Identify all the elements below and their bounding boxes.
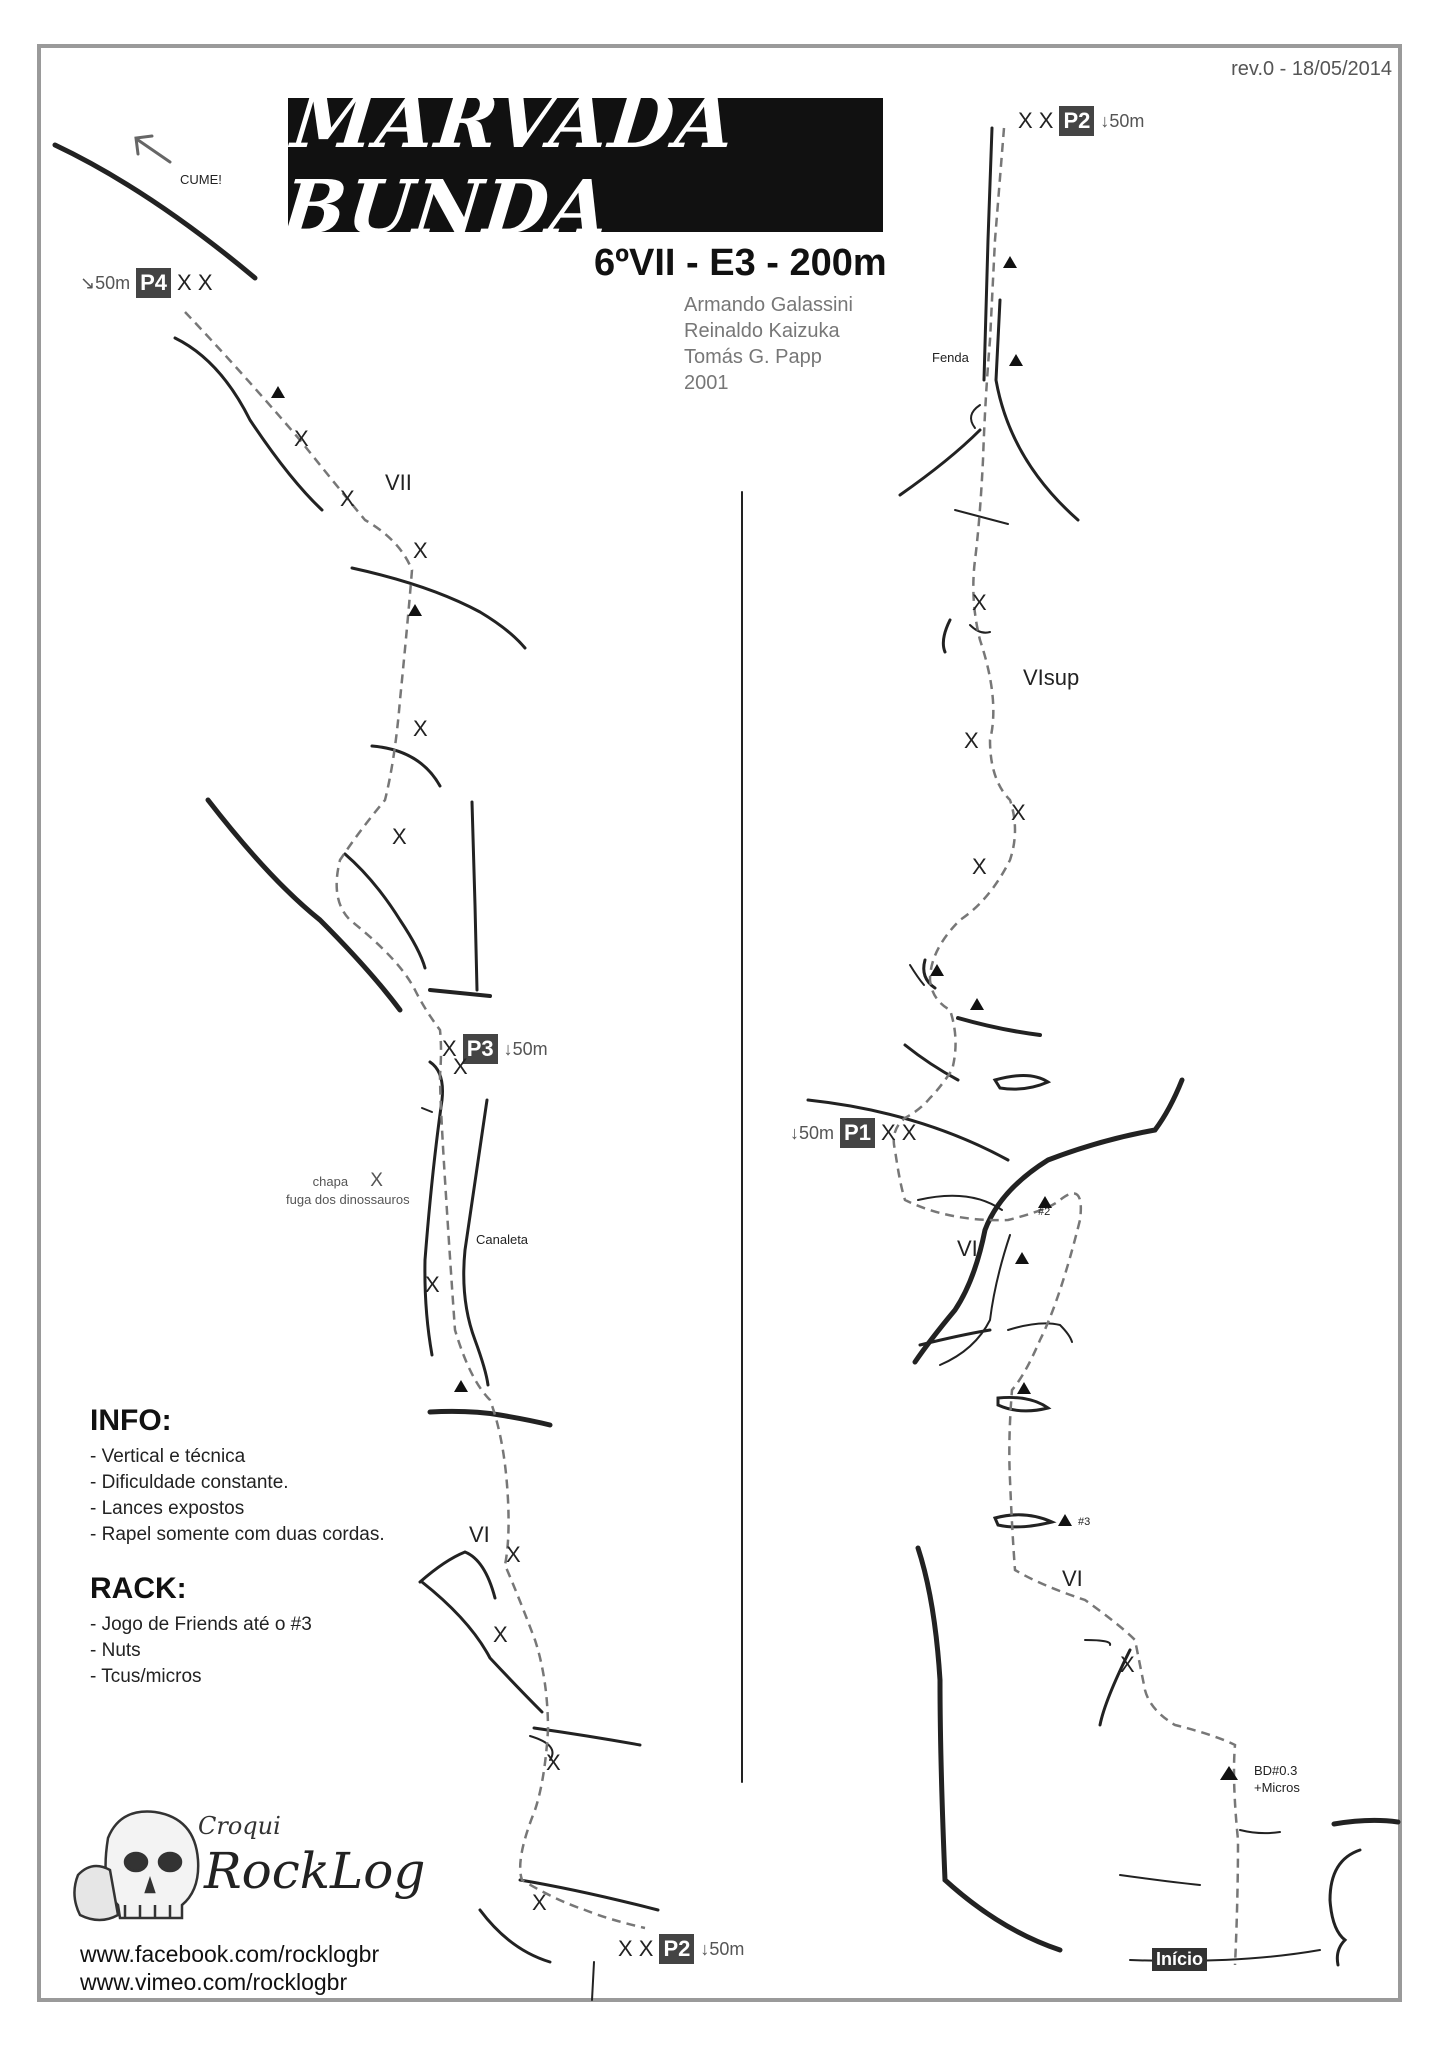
bolt-mark: X — [294, 426, 309, 451]
bd-note: BD#0.3 +Micros — [1254, 1762, 1300, 1796]
bolt-mark: X — [546, 1750, 561, 1775]
vimeo-link[interactable]: www.vimeo.com/rocklogbr — [80, 1969, 348, 1995]
p2-top-badge: P2 — [1059, 106, 1095, 136]
p4-badge: P4 — [136, 268, 172, 298]
logo-rocklog: RockLog — [204, 1842, 426, 1900]
p2-bottom-badge: P2 — [659, 1934, 695, 1964]
info-item: - Lances expostos — [90, 1498, 245, 1519]
p1-rappel: ↓50m — [790, 1122, 835, 1143]
ascent-year: 2001 — [684, 372, 729, 394]
rack-item: - Nuts — [90, 1640, 141, 1661]
info-item: - Dificuldade constante. — [90, 1472, 289, 1493]
belay-p1: ↓50m P1 X X — [790, 1118, 916, 1148]
belay-p3: X P3 ↓50m — [442, 1034, 548, 1064]
fuga-label: fuga dos dinossauros — [286, 1192, 410, 1207]
bolt-mark: X — [1011, 800, 1026, 825]
p4-bolts: X X — [177, 270, 213, 295]
bolt-mark: X — [972, 590, 987, 615]
cam-3: #3 — [1078, 1516, 1091, 1528]
info-section: INFO: - Vertical e técnica - Dificuldade… — [90, 1404, 385, 1690]
chapa-bolt: X — [370, 1170, 383, 1191]
bolt-mark: X — [1120, 1652, 1135, 1677]
bolt-mark: X — [413, 716, 428, 741]
feature-canaleta: Canaleta — [476, 1232, 529, 1247]
grade-vi-low: VI — [1062, 1566, 1083, 1591]
p2-bottom-rappel: ↓50m — [700, 1938, 745, 1959]
feature-dinosaur-escape: chapa X fuga dos dinossauros — [286, 1170, 410, 1209]
bolt-mark: X — [972, 854, 987, 879]
belay-p2-top: X X P2 ↓50m — [1018, 106, 1144, 136]
p2-top-bolts: X X — [1018, 108, 1054, 133]
cam-2: #2 — [1038, 1206, 1051, 1218]
summit-label: CUME! — [180, 172, 222, 187]
author: Reinaldo Kaizuka — [684, 320, 840, 342]
links: www.facebook.com/rocklogbr www.vimeo.com… — [80, 1940, 379, 1996]
author: Armando Galassini — [684, 294, 853, 316]
p1-badge: P1 — [840, 1118, 875, 1148]
author: Tomás G. Papp — [684, 346, 822, 368]
grade-vi-mid: VI — [957, 1236, 978, 1261]
bolt-mark: X — [340, 486, 355, 511]
revision-date: rev.0 - 18/05/2014 — [1231, 58, 1392, 80]
page-frame — [37, 44, 1402, 2002]
chapa-label: chapa — [312, 1174, 349, 1189]
feature-fenda: Fenda — [932, 350, 969, 365]
belay-p4: ↘50m P4 X X — [80, 268, 213, 298]
bolt-mark: X — [425, 1272, 440, 1297]
p2-bottom-bolts: X X — [618, 1936, 654, 1961]
p3-bolt: X — [442, 1036, 457, 1061]
grade-visup: VIsup — [1023, 665, 1080, 690]
p4-rappel: ↘50m — [80, 272, 131, 293]
first-ascent-list: Armando Galassini Reinaldo Kaizuka Tomás… — [684, 292, 853, 396]
route-title: MARVADA BUNDA — [278, 79, 740, 251]
info-heading: INFO: — [90, 1404, 172, 1437]
bolt-mark: X — [964, 728, 979, 753]
bolt-mark: X — [453, 1054, 468, 1079]
skull-icon — [73, 1810, 200, 1922]
p1-bolts: X X — [880, 1120, 917, 1145]
summit-arrow-icon — [134, 134, 172, 164]
bolt-mark: X — [506, 1542, 521, 1567]
facebook-link[interactable]: www.facebook.com/rocklogbr — [80, 1941, 380, 1967]
rack-item: - Jogo de Friends até o #3 — [90, 1614, 312, 1635]
bolt-mark: X — [493, 1622, 508, 1647]
belay-p2-bottom: X X P2 ↓50m — [618, 1934, 744, 1964]
p3-rappel: ↓50m — [503, 1038, 548, 1059]
p3-badge: P3 — [462, 1034, 498, 1064]
bolt-mark: X — [413, 538, 428, 563]
info-item: - Vertical e técnica — [90, 1446, 246, 1467]
bolt-mark: X — [392, 824, 407, 849]
route-grade: 6ºVII - E3 - 200m — [594, 242, 887, 284]
rack-heading: RACK: — [90, 1572, 187, 1605]
logo-croqui: Croqui — [198, 1812, 281, 1840]
info-item: - Rapel somente com duas cordas. — [90, 1524, 385, 1545]
grade-vii: VII — [385, 470, 412, 495]
p2-top-rappel: ↓50m — [1100, 110, 1145, 131]
grade-vi-left: VI — [469, 1522, 490, 1547]
title-banner: MARVADA BUNDA — [279, 79, 883, 251]
bolt-mark: X — [532, 1890, 547, 1915]
bd-line1: BD#0.3 — [1254, 1763, 1298, 1778]
start-label: Início — [1152, 1948, 1208, 1971]
bd-line2: +Micros — [1254, 1780, 1300, 1795]
rack-item: - Tcus/micros — [90, 1666, 202, 1687]
